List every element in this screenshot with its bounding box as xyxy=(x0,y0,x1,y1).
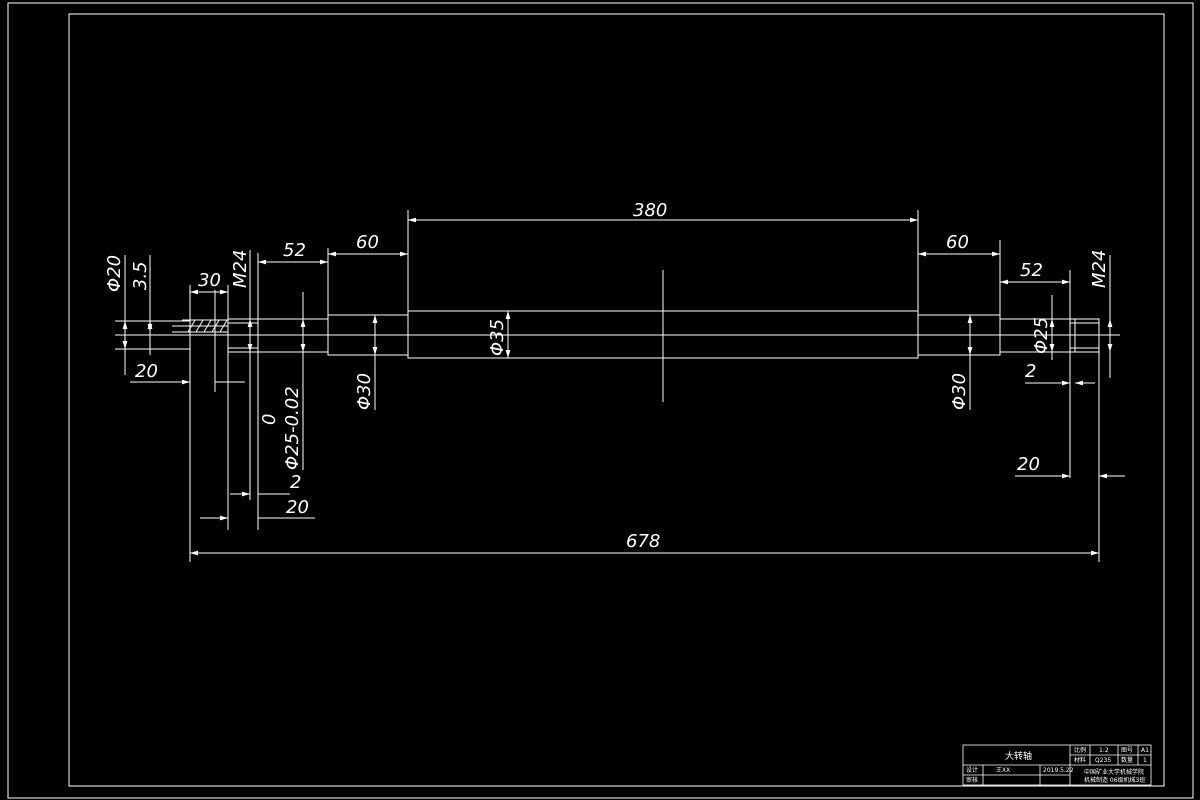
dim-phi30-left: Φ30 xyxy=(354,373,375,410)
dim-60-right: 60 xyxy=(946,232,969,253)
designer-label: 设计 xyxy=(966,766,978,774)
dim-m24-right: M24 xyxy=(1089,250,1110,288)
dim-2-right: 2 xyxy=(1025,361,1036,382)
dim-phi25-right: Φ25 xyxy=(1031,317,1052,354)
date-value: 2019.5.22 xyxy=(1043,767,1074,774)
part-name: 大转轴 xyxy=(1005,750,1032,762)
outer-border xyxy=(7,2,1194,799)
sheet-label: 图号 xyxy=(1121,747,1133,754)
dim-30: 30 xyxy=(198,270,221,291)
dim-678: 678 xyxy=(626,531,660,552)
dim-0: 0 xyxy=(259,414,280,425)
center-lines xyxy=(115,270,1120,402)
dim-phi30-right: Φ30 xyxy=(949,373,970,410)
school-line2: 机械制造 06级机械3班 xyxy=(1084,776,1145,784)
review-label: 审核 xyxy=(966,776,978,784)
material-value: Q235 xyxy=(1095,757,1111,764)
dim-20-left-bottom: 20 xyxy=(286,497,309,518)
dim-2-left: 2 xyxy=(290,472,301,493)
material-label: 材料 xyxy=(1074,756,1086,764)
dim-380: 380 xyxy=(633,200,667,221)
scale-label: 比例 xyxy=(1074,746,1086,754)
dim-m24-left: M24 xyxy=(230,250,251,288)
sheet-value: A1 xyxy=(1141,747,1149,754)
dim-phi20: Φ20 xyxy=(104,255,125,292)
dimension-lines xyxy=(122,217,1125,556)
title-block-text: 大转轴 比例 1:2 图号 A1 材料 Q235 数量 1 设计 王XX 201… xyxy=(966,746,1149,784)
dimension-texts: 380 60 60 52 52 30 678 20 2 20 2 20 Φ20 … xyxy=(104,200,1110,552)
qty-label: 数量 xyxy=(1121,756,1133,764)
dim-phi35: Φ35 xyxy=(487,319,508,356)
dim-3-5: 3.5 xyxy=(130,261,151,290)
dim-52-left: 52 xyxy=(283,240,306,261)
dim-20-right: 20 xyxy=(1017,454,1040,475)
title-block xyxy=(962,744,1152,786)
extension-lines xyxy=(115,210,1100,562)
inner-border xyxy=(68,13,1165,787)
school-line1: 中国矿业大学机械学院 xyxy=(1084,768,1144,776)
dim-20-left-top: 20 xyxy=(135,361,158,382)
dim-60-left: 60 xyxy=(356,232,379,253)
scale-value: 1:2 xyxy=(1099,747,1109,754)
dim-52-right: 52 xyxy=(1020,260,1043,281)
designer-value: 王XX xyxy=(996,767,1010,774)
dim-phi25-tolerance: Φ25-0.02 xyxy=(282,386,303,470)
qty-value: 1 xyxy=(1143,757,1147,764)
